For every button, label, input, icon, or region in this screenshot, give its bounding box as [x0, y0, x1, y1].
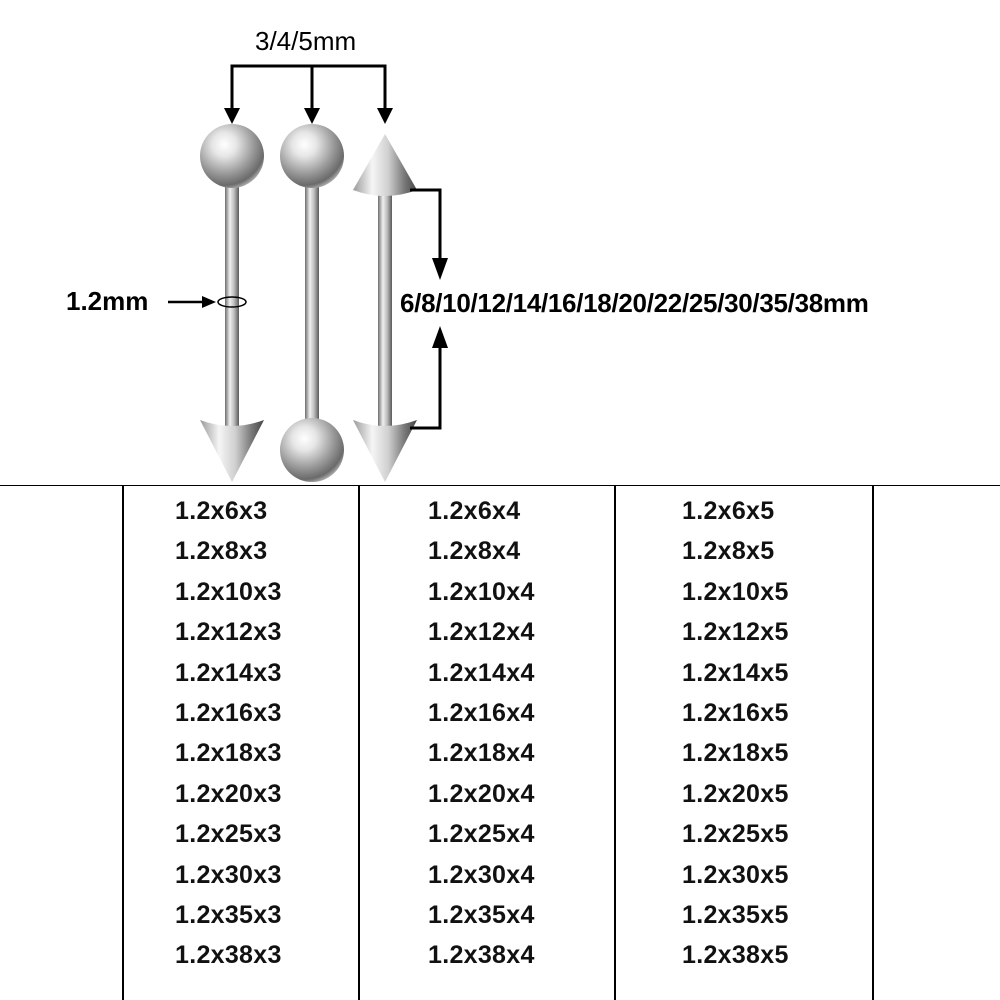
length-bracket — [410, 188, 442, 430]
size-cell: 1.2x20x3 — [175, 779, 282, 808]
size-cell: 1.2x38x4 — [428, 941, 535, 970]
size-cell: 1.2x30x3 — [175, 860, 282, 889]
size-cell: 1.2x25x3 — [175, 820, 282, 849]
column-divider — [358, 486, 360, 1000]
size-cell: 1.2x18x3 — [175, 739, 282, 768]
size-cell: 1.2x30x4 — [428, 860, 535, 889]
size-cell: 1.2x8x5 — [682, 537, 775, 566]
size-cell: 1.2x6x3 — [175, 497, 268, 525]
size-cell: 1.2x30x5 — [682, 860, 789, 889]
size-cell: 1.2x8x3 — [175, 537, 268, 566]
gauge-label: 1.2mm — [66, 286, 149, 316]
size-column-5mm: 1.2x6x5 1.2x8x5 1.2x10x5 1.2x12x5 1.2x14x5 1.… — [682, 496, 789, 981]
size-cell: 1.2x12x3 — [175, 618, 282, 647]
size-cell: 1.2x18x4 — [428, 739, 535, 768]
size-cell: 1.2x38x3 — [175, 941, 282, 970]
down-arrow-icon — [224, 108, 393, 124]
size-column-4mm: 1.2x6x4 1.2x8x4 1.2x10x4 1.2x12x4 1.2x14x4 1.… — [428, 496, 535, 981]
size-cell: 1.2x38x5 — [682, 941, 789, 970]
size-cell: 1.2x10x4 — [428, 577, 535, 606]
ball-cone-barbell-icon — [200, 124, 264, 482]
size-table: 1.2x6x3 1.2x8x3 1.2x10x3 1.2x12x3 1.2x14x3 1.… — [0, 485, 1000, 1000]
ball-ball-barbell-icon — [280, 124, 344, 482]
size-cell: 1.2x35x5 — [682, 900, 789, 929]
ball-size-label: 3/4/5mm — [255, 26, 357, 56]
cone-cone-barbell-icon — [353, 134, 417, 482]
size-cell: 1.2x12x4 — [428, 618, 535, 647]
size-cell: 1.2x16x3 — [175, 698, 282, 727]
size-cell: 1.2x25x4 — [428, 820, 535, 849]
size-cell: 1.2x20x4 — [428, 779, 535, 808]
size-cell: 1.2x18x5 — [682, 739, 789, 768]
size-cell: 1.2x16x5 — [682, 698, 789, 727]
size-column-3mm: 1.2x6x3 1.2x8x3 1.2x10x3 1.2x12x3 1.2x14x3 1.… — [175, 496, 282, 981]
column-divider — [122, 486, 124, 1000]
size-cell: 1.2x6x5 — [682, 497, 775, 525]
length-label: 6/8/10/12/14/16/18/20/22/25/30/35/38mm — [400, 288, 869, 318]
column-divider — [872, 486, 874, 1000]
size-cell: 1.2x10x5 — [682, 577, 789, 606]
size-cell: 1.2x10x3 — [175, 577, 282, 606]
size-cell: 1.2x8x4 — [428, 537, 521, 566]
right-arrow-icon — [168, 296, 216, 308]
size-cell: 1.2x35x3 — [175, 900, 282, 929]
column-divider — [614, 486, 616, 1000]
size-cell: 1.2x14x3 — [175, 658, 282, 687]
size-cell: 1.2x14x5 — [682, 658, 789, 687]
down-arrow-icon — [432, 258, 448, 280]
ball-size-arrows — [230, 64, 387, 112]
size-cell: 1.2x35x4 — [428, 900, 535, 929]
up-arrow-icon — [432, 326, 448, 348]
size-cell: 1.2x6x4 — [428, 497, 521, 525]
size-cell: 1.2x14x4 — [428, 658, 535, 687]
barbell-diagram — [168, 64, 448, 482]
size-cell: 1.2x25x5 — [682, 820, 789, 849]
size-cell: 1.2x16x4 — [428, 698, 535, 727]
size-cell: 1.2x20x5 — [682, 779, 789, 808]
size-cell: 1.2x12x5 — [682, 618, 789, 647]
